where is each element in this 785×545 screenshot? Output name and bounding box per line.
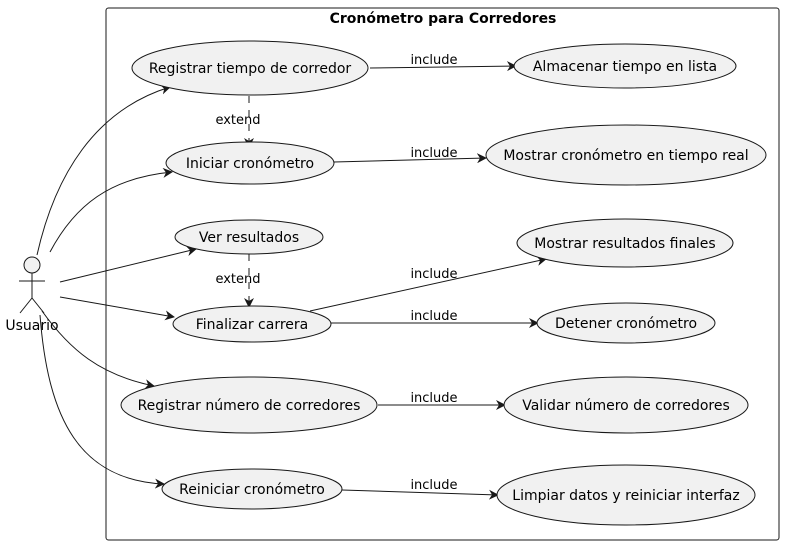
use-case-label: Validar número de corredores [522, 398, 730, 414]
use-case-label: Detener cronómetro [555, 316, 697, 332]
include-label-3: include [410, 267, 457, 282]
assoc-registrar-tiempo [36, 84, 171, 256]
use-case-finalizar-carrera[interactable]: Finalizar carrera [172, 305, 332, 343]
include-iniciar-mostrar [333, 153, 487, 164]
extend-label-2: extend [215, 272, 260, 287]
include-label-2: include [410, 146, 457, 161]
use-case-label: Mostrar resultados finales [534, 236, 715, 252]
include-label-4: include [410, 309, 457, 324]
use-case-label: Registrar tiempo de corredor [149, 61, 352, 77]
use-case-validar-numero[interactable]: Validar número de corredores [503, 376, 749, 434]
use-case-reiniciar-cronometro[interactable]: Reiniciar cronómetro [161, 468, 343, 510]
assoc-reiniciar-cronometro [39, 314, 165, 489]
use-case-limpiar-datos[interactable]: Limpiar datos y reiniciar interfaz [496, 464, 756, 526]
use-case-registrar-numero[interactable]: Registrar número de corredores [120, 376, 378, 434]
use-case-ver-resultados[interactable]: Ver resultados [174, 219, 324, 255]
use-case-registrar-tiempo[interactable]: Registrar tiempo de corredor [131, 40, 369, 96]
use-case-label: Registrar número de corredores [138, 398, 361, 414]
use-case-mostrar-tiempo-real[interactable]: Mostrar cronómetro en tiempo real [485, 124, 767, 186]
use-case-almacenar-tiempo[interactable]: Almacenar tiempo en lista [513, 43, 737, 89]
extend-label-1: extend [215, 113, 260, 128]
include-registrar-almacenar [369, 61, 517, 72]
actor-label: Usuario [5, 318, 58, 334]
use-case-label: Ver resultados [199, 230, 299, 246]
use-case-label: Reiniciar cronómetro [179, 482, 325, 498]
assoc-registrar-numero [41, 310, 155, 390]
system-title: Cronómetro para Corredores [330, 11, 557, 27]
include-finalizar-mostrar-resultados [309, 256, 547, 312]
use-case-label: Iniciar cronómetro [186, 156, 314, 172]
include-label-6: include [410, 478, 457, 493]
use-case-label: Mostrar cronómetro en tiempo real [503, 148, 748, 164]
assoc-iniciar-cronometro [49, 167, 173, 253]
actor-head [23, 256, 41, 274]
actor-usuario[interactable]: Usuario [5, 256, 59, 334]
use-case-label: Finalizar carrera [196, 317, 308, 333]
include-reiniciar-limpiar [341, 489, 499, 500]
use-case-iniciar-cronometro[interactable]: Iniciar cronómetro [165, 141, 335, 185]
use-case-mostrar-resultados[interactable]: Mostrar resultados finales [516, 218, 734, 268]
use-case-label: Limpiar datos y reiniciar interfaz [512, 488, 739, 504]
include-label-1: include [410, 53, 457, 68]
assoc-ver-resultados [59, 246, 197, 283]
use-case-detener-cronometro[interactable]: Detener cronómetro [536, 302, 716, 344]
use-case-label: Almacenar tiempo en lista [533, 59, 717, 75]
assoc-finalizar-carrera [59, 296, 175, 321]
include-label-5: include [410, 391, 457, 406]
